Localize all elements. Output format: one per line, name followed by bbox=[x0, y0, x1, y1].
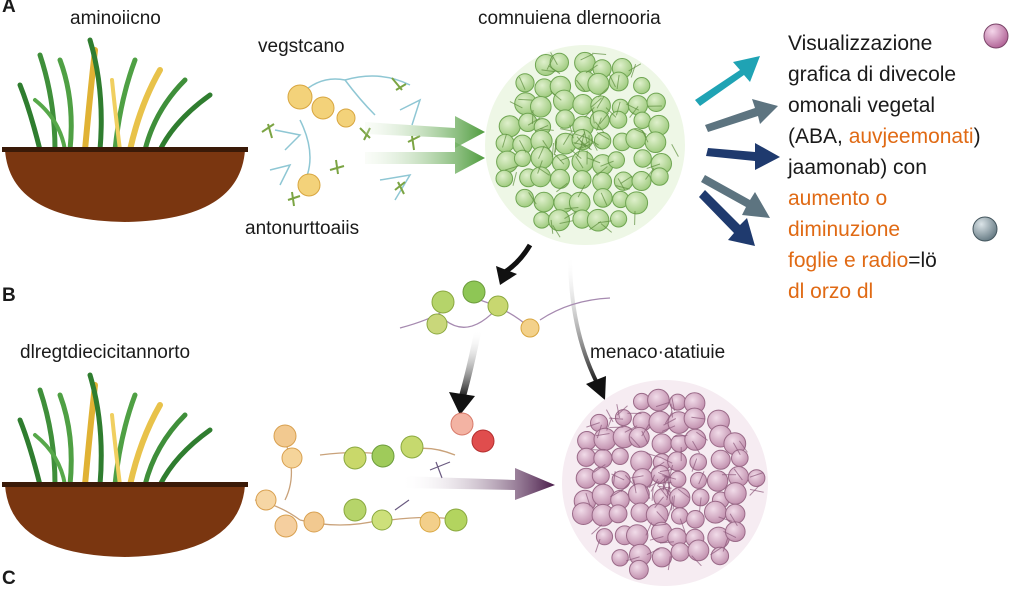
molecule-chain-icon bbox=[399, 280, 611, 338]
description-highlight: auvjeemonati bbox=[848, 125, 974, 148]
caption-mid-right: menaco·atatiuie bbox=[590, 342, 726, 363]
description-fragment: foglie e radio bbox=[788, 249, 909, 272]
description-line: jaamonab) con bbox=[788, 156, 927, 179]
purple-dot-icon bbox=[983, 23, 1009, 49]
description-line: Visualizzazione bbox=[788, 32, 933, 55]
description-text: Visualizzazione grafica di divecole omon… bbox=[788, 28, 1020, 307]
purple-arrow bbox=[400, 468, 555, 500]
green-arrows bbox=[365, 116, 485, 174]
transition-arrows bbox=[449, 243, 606, 415]
panel-label-a: A bbox=[2, 0, 16, 17]
caption-top-mid: vegstcano bbox=[258, 36, 345, 57]
description-line: foglie e radio=lö bbox=[788, 245, 1020, 276]
description-line: diminuzione bbox=[788, 218, 901, 241]
cell-cluster-icon bbox=[485, 45, 685, 245]
description-line: (ABA, auvjeemonati) bbox=[788, 121, 1020, 152]
panel-label-c: C bbox=[2, 568, 16, 589]
description-line: aumento o bbox=[788, 187, 888, 210]
grass-pot-icon bbox=[2, 37, 248, 222]
description-fragment: ) bbox=[973, 125, 981, 148]
description-line: dl orzo dl bbox=[788, 280, 874, 303]
output-arrows bbox=[695, 56, 780, 246]
description-fragment: (ABA, bbox=[788, 125, 849, 148]
molecule-chain-icon bbox=[261, 75, 422, 207]
description-line: omonali vegetal bbox=[788, 94, 936, 117]
description-line: grafica di divecole bbox=[788, 63, 957, 86]
grass-pot-icon bbox=[2, 372, 248, 557]
molecule-chain-icon bbox=[254, 412, 495, 538]
panel-label-b: B bbox=[2, 285, 16, 306]
caption-top-right: comnuiena dlernooria bbox=[478, 8, 661, 29]
cell-cluster-icon bbox=[562, 380, 768, 586]
gray-dot-icon bbox=[972, 216, 998, 242]
caption-bottom-mid-top: antonurttoaiis bbox=[245, 218, 360, 239]
description-fragment: =lö bbox=[908, 249, 937, 272]
caption-mid-left: dlregtdiecicitannorto bbox=[20, 342, 191, 363]
caption-top-left: aminoiicno bbox=[70, 8, 161, 29]
